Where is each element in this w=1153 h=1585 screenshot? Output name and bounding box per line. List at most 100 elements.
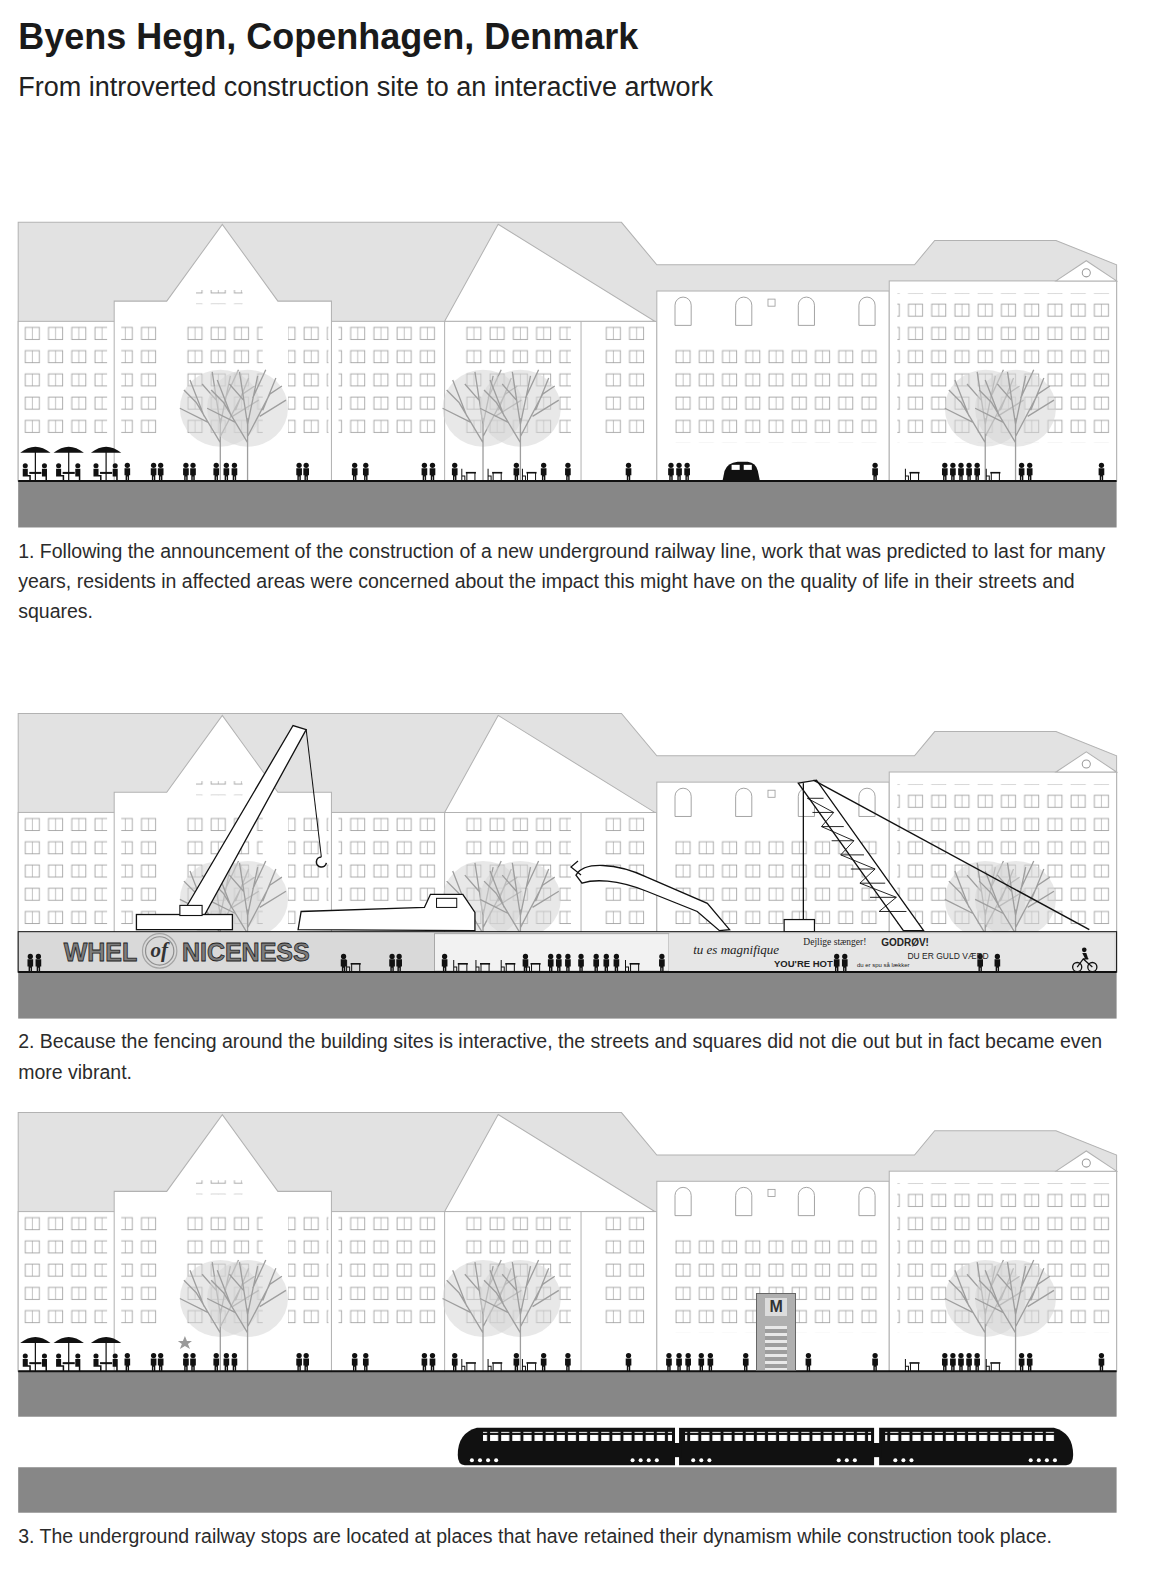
illustration-part — [18, 932, 1116, 972]
illustration-part — [684, 463, 690, 481]
illustration-part — [631, 1458, 635, 1462]
illustration-part — [708, 1353, 714, 1371]
fence-compliment: Dejlige stænger! — [803, 938, 866, 948]
illustration-part — [872, 1443, 881, 1457]
title: Byens Hegn, Copenhagen, Denmark — [18, 19, 638, 55]
illustration-part — [901, 1458, 905, 1462]
illustration-part — [306, 730, 321, 857]
illustration-part — [803, 783, 804, 924]
illustration-part — [685, 1353, 691, 1371]
illustration-part — [784, 920, 814, 932]
illustration-part — [707, 1458, 711, 1462]
fence-compliment: du er spu så lækker — [857, 962, 910, 968]
metro-sign: M — [756, 1293, 796, 1371]
illustration-part — [18, 481, 1116, 527]
illustration-part — [389, 954, 395, 972]
illustration-part — [853, 1458, 857, 1462]
illustration-part — [1077, 959, 1092, 967]
illustration-part — [699, 1458, 703, 1462]
illustration-part — [18, 222, 1116, 481]
illustration-part — [845, 1458, 849, 1462]
illustration-part — [454, 960, 468, 972]
illustration-part — [146, 937, 174, 965]
illustration-part — [27, 954, 33, 972]
illustration-part — [571, 861, 581, 875]
illustration-part — [1037, 1458, 1041, 1462]
illustration-part — [578, 954, 584, 972]
illustration-part — [659, 954, 665, 972]
illustration-part — [180, 905, 202, 915]
fence-compliment: tu es magnifique — [693, 943, 779, 956]
illustration-part — [639, 1458, 643, 1462]
illustration-part — [494, 1458, 498, 1462]
illustration-part — [36, 954, 42, 972]
illustration-part — [483, 1432, 672, 1441]
illustration-part — [523, 954, 529, 972]
fence-slogan: WHEL — [64, 940, 138, 965]
illustration-part — [837, 1458, 841, 1462]
illustration-part — [470, 1458, 474, 1462]
illustration-part — [691, 1458, 695, 1462]
illustration-part — [347, 960, 361, 972]
illustration-part — [879, 1428, 1073, 1465]
illustration-part — [298, 894, 475, 930]
illustration-part — [744, 465, 752, 470]
illustration-part — [834, 954, 840, 972]
interactive-fence: WHEL of NICENESS tu es magnifique Dejlige st… — [18, 932, 1116, 972]
illustration-part — [679, 1428, 874, 1465]
illustration-part — [603, 954, 609, 972]
illustration-part — [341, 954, 347, 972]
illustration-part — [501, 960, 515, 972]
illustration-part — [316, 857, 326, 867]
illustration-part — [526, 960, 540, 972]
illustration-part — [18, 971, 1116, 973]
illustration-part — [1045, 1458, 1049, 1462]
illustration-part — [20, 447, 1104, 481]
illustration-part — [576, 865, 730, 930]
illustration-part — [995, 954, 1001, 972]
illustration-part — [666, 1353, 672, 1371]
illustration-part — [486, 1458, 490, 1462]
subtitle: From introverted construction site to an… — [18, 71, 713, 103]
illustration-part — [743, 1353, 749, 1371]
fence-compliment: DU ER GULD VÆRD — [907, 952, 988, 961]
illustration-part — [1053, 1458, 1057, 1462]
illustration-part — [18, 222, 1116, 1512]
illustration-part — [1029, 1458, 1033, 1462]
illustration-part — [685, 1432, 871, 1441]
fence-slogan: of — [149, 940, 171, 961]
illustration-part — [1082, 953, 1088, 959]
illustration-part — [676, 1353, 682, 1371]
illustration-part — [893, 1458, 897, 1462]
caption-text: 1. Following the announcement of the con… — [18, 536, 1143, 626]
illustration-part — [18, 1467, 1116, 1512]
illustration-part — [798, 780, 923, 931]
illustration-part — [18, 713, 1116, 972]
panel-two — [18, 713, 1116, 1018]
illustration-part — [396, 954, 402, 972]
illustration-part — [669, 934, 1115, 971]
illustration-part — [909, 1458, 913, 1462]
fence-slogan: NICENESS — [182, 940, 310, 965]
illustration-part — [556, 954, 562, 972]
illustration-part — [807, 798, 906, 911]
illustration-part — [673, 1443, 681, 1457]
fence-compliment: YOU'RE HOT — [774, 959, 833, 969]
illustration-part — [18, 972, 1116, 1018]
illustration-part — [565, 954, 571, 972]
illustration-part — [647, 1458, 651, 1462]
illustration-part — [625, 960, 639, 972]
illustration-part — [178, 1336, 192, 1349]
illustration-part — [593, 954, 599, 972]
illustration-part — [18, 1371, 1116, 1416]
illustration-part — [806, 1353, 812, 1371]
illustration-part — [142, 934, 176, 968]
metro-letter: M — [765, 1298, 786, 1316]
illustration-part — [548, 954, 554, 972]
illustration-part — [732, 465, 740, 470]
illustration-part — [813, 780, 1089, 930]
panel-three — [18, 1113, 1116, 1513]
caption-text: 2. Because the fencing around the buildi… — [18, 1026, 1143, 1088]
illustration-part — [885, 1432, 1055, 1441]
